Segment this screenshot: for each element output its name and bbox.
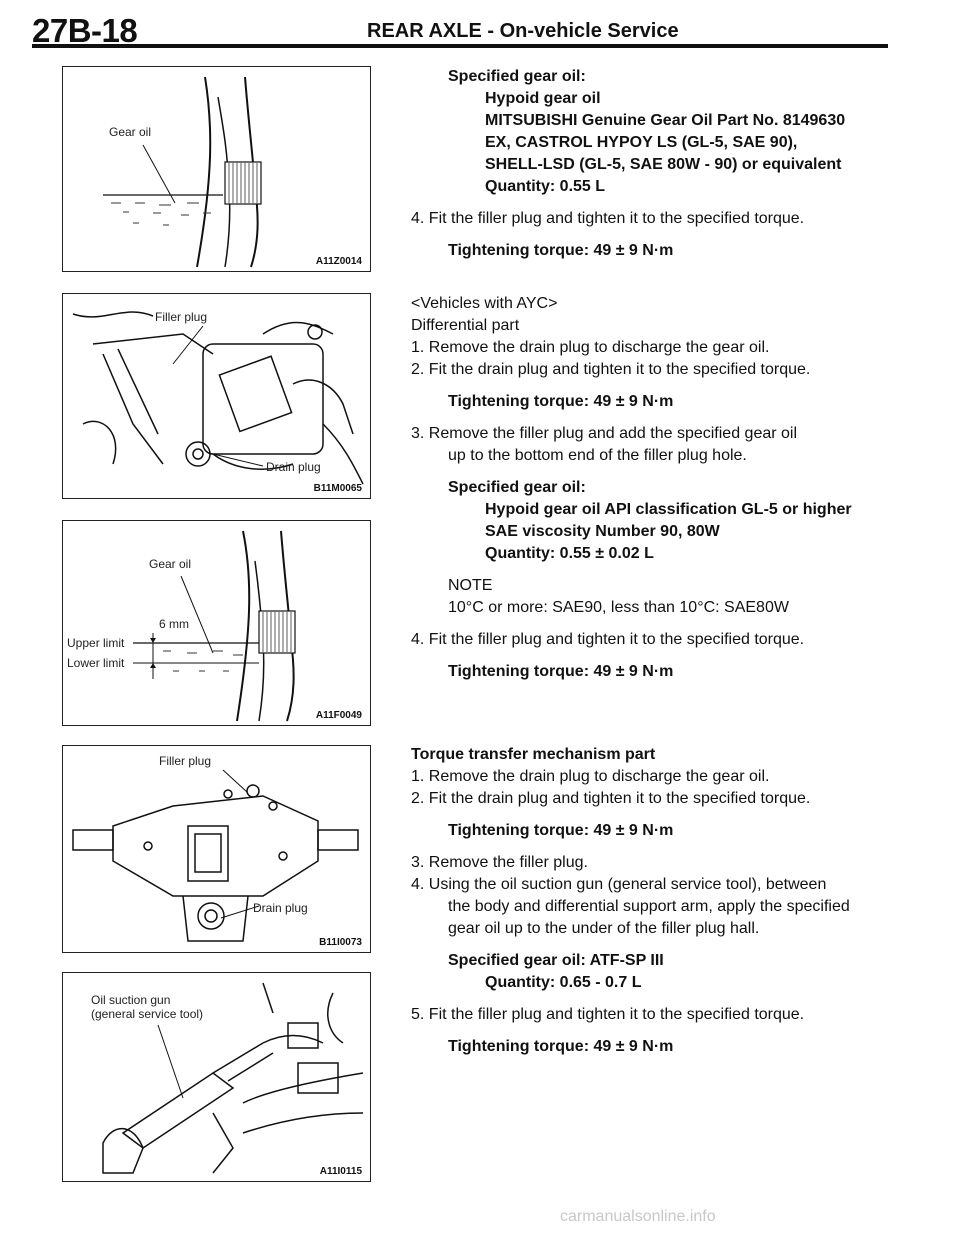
figure-code: B11M0065: [313, 483, 362, 494]
spec-label: Specified gear oil:: [448, 479, 586, 496]
figure-code: A11Z0014: [315, 256, 362, 267]
page-number: 27B-18: [32, 12, 138, 49]
step-4: 4. Using the oil suction gun (general se…: [411, 876, 827, 893]
torque-spec: Tightening torque: 49 ± 9 N·m: [448, 663, 674, 680]
gear-oil-illustration: [103, 76, 262, 268]
spec-line: MITSUBISHI Genuine Gear Oil Part No. 814…: [485, 112, 846, 129]
step-4: 4. Fit the filler plug and tighten it to…: [411, 210, 805, 227]
label-lower-limit: Lower limit: [67, 656, 125, 670]
spec-line: SHELL-LSD (GL-5, SAE 80W - 90) or equiva…: [485, 156, 842, 173]
step-4: 4. Fit the filler plug and tighten it to…: [411, 631, 805, 648]
spec-label: Specified gear oil: ATF-SP III: [448, 952, 664, 969]
figure-oil-suction-gun: Oil suction gun (general service tool) A…: [62, 972, 371, 1182]
step-2: 2. Fit the drain plug and tighten it to …: [411, 361, 811, 378]
watermark: carmanualsonline.info: [560, 1208, 716, 1225]
figure-differential-plugs: Filler plug Drain plug B11M0065: [62, 293, 371, 499]
torque-spec: Tightening torque: 49 ± 9 N·m: [448, 822, 674, 839]
torque-spec: Tightening torque: 49 ± 9 N·m: [448, 242, 674, 259]
step-3-cont: up to the bottom end of the filler plug …: [448, 447, 747, 464]
step-1: 1. Remove the drain plug to discharge th…: [411, 768, 770, 785]
figure-gear-oil-level: Gear oil A11Z0014: [62, 66, 371, 272]
suction-gun-illustration: [102, 982, 364, 1174]
figure-code: B11I0073: [319, 937, 362, 948]
section-ayc-differential: <Vehicles with AYC> Differential part 1.…: [411, 293, 887, 683]
step-4-cont: gear oil up to the under of the filler p…: [448, 920, 760, 937]
figure-code: A11F0049: [315, 710, 362, 721]
differential-illustration: [72, 311, 364, 485]
label-6mm: 6 mm: [159, 617, 189, 631]
spec-line: Hypoid gear oil: [485, 90, 601, 107]
header-title: REAR AXLE - On-vehicle Service: [367, 20, 679, 42]
label-filler-plug: Filler plug: [155, 310, 208, 324]
label-filler-plug: Filler plug: [159, 754, 212, 768]
torque-spec: Tightening torque: 49 ± 9 N·m: [448, 393, 674, 410]
step-3: 3. Remove the filler plug.: [411, 854, 588, 871]
step-2: 2. Fit the drain plug and tighten it to …: [411, 790, 811, 807]
header-rule: [32, 44, 888, 48]
step-1: 1. Remove the drain plug to discharge th…: [411, 339, 770, 356]
spec-line: Hypoid gear oil API classification GL-5 …: [485, 501, 852, 518]
note-text: 10°C or more: SAE90, less than 10°C: SAE…: [448, 599, 789, 616]
note-label: NOTE: [448, 577, 493, 594]
spec-quantity: Quantity: 0.65 - 0.7 L: [485, 974, 642, 991]
vehicle-heading: <Vehicles with AYC>: [411, 295, 558, 312]
figure-transfer-plugs: Filler plug Drain plug B11I0073: [62, 745, 371, 953]
figure-code: A11I0115: [319, 1166, 362, 1177]
step-5: 5. Fit the filler plug and tighten it to…: [411, 1006, 805, 1023]
spec-quantity: Quantity: 0.55 L: [485, 178, 606, 195]
torque-spec: Tightening torque: 49 ± 9 N·m: [448, 1038, 674, 1055]
oil-level-illustration: [133, 530, 296, 722]
label-oil-suction-gun: Oil suction gun: [91, 993, 171, 1007]
label-gear-oil: Gear oil: [109, 125, 152, 139]
figure-oil-level-limits: Gear oil 6 mm Upper limit Lower limit A1…: [62, 520, 371, 726]
transfer-illustration: [72, 769, 359, 942]
step-3: 3. Remove the filler plug and add the sp…: [411, 425, 798, 442]
step-4-cont: the body and differential support arm, a…: [448, 898, 850, 915]
part-heading: Differential part: [411, 317, 520, 334]
spec-line: SAE viscosity Number 90, 80W: [485, 523, 720, 540]
spec-label: Specified gear oil:: [448, 68, 586, 85]
part-heading: Torque transfer mechanism part: [411, 746, 656, 763]
label-drain-plug: Drain plug: [253, 901, 308, 915]
label-gear-oil: Gear oil: [149, 557, 192, 571]
label-drain-plug: Drain plug: [266, 460, 321, 474]
spec-line: EX, CASTROL HYPOY LS (GL-5, SAE 90),: [485, 134, 798, 151]
label-upper-limit: Upper limit: [67, 636, 125, 650]
section-initial-gear-oil: Specified gear oil: Hypoid gear oil MITS…: [411, 66, 887, 262]
spec-quantity: Quantity: 0.55 ± 0.02 L: [485, 545, 654, 562]
section-torque-transfer: Torque transfer mechanism part 1. Remove…: [411, 744, 887, 1058]
label-general-service-tool: (general service tool): [91, 1007, 204, 1021]
